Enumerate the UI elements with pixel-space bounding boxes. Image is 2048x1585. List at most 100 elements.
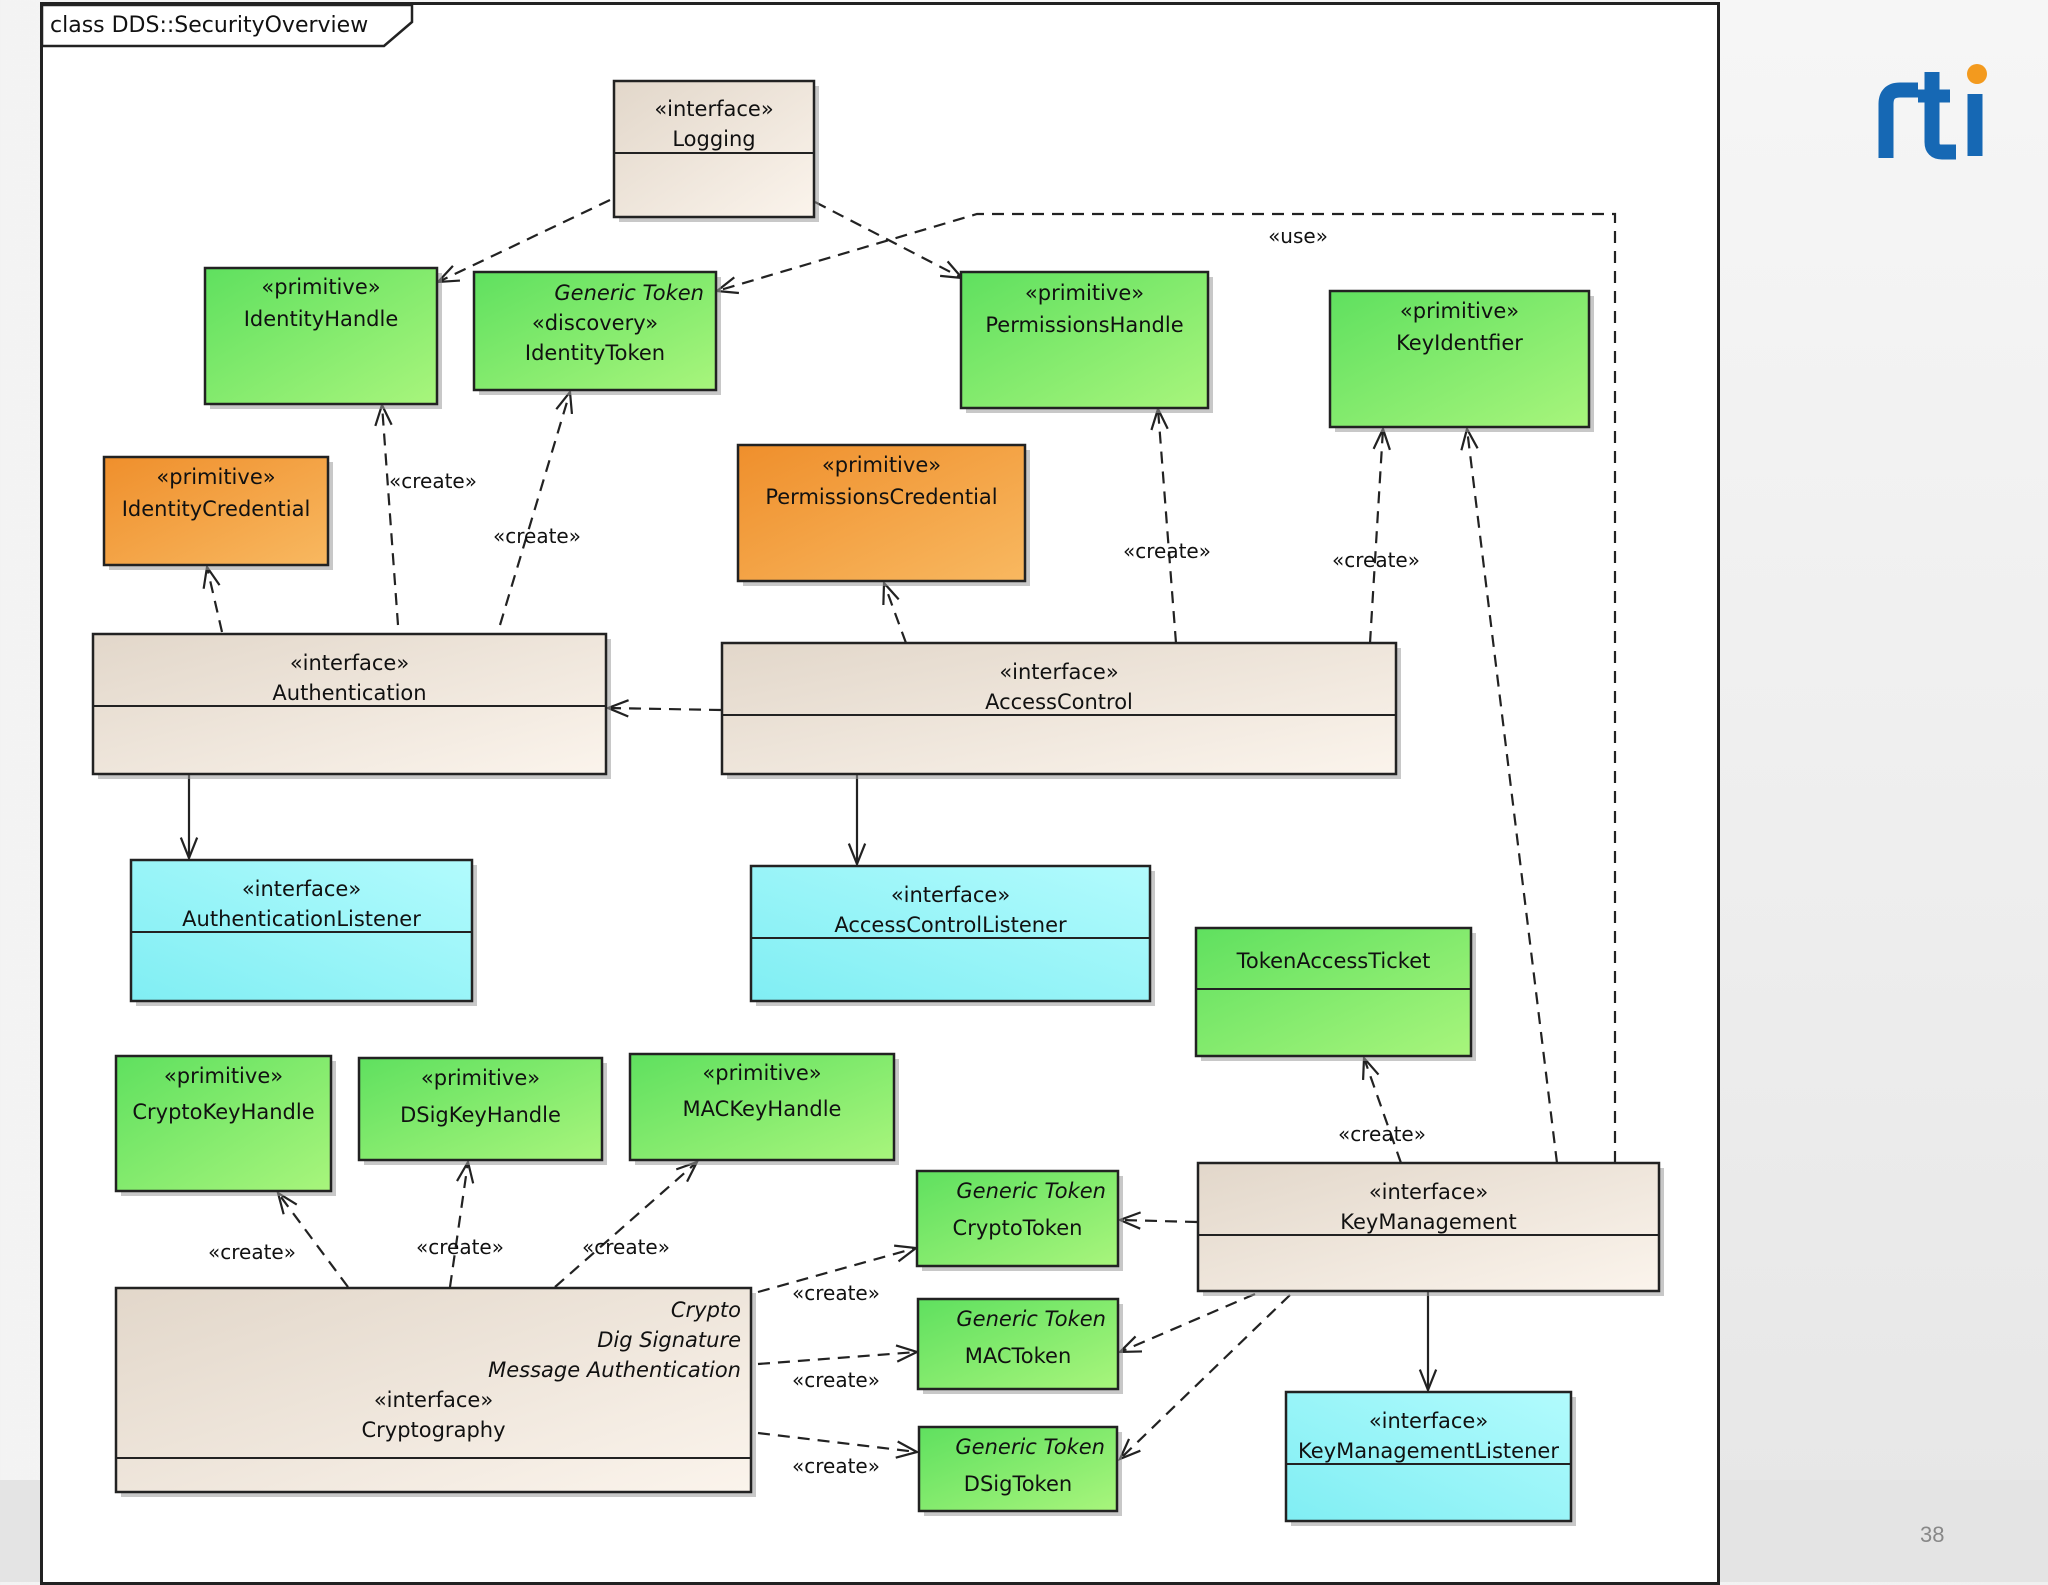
class-logging: «interface»Logging bbox=[612, 79, 819, 222]
relation-label: «create» bbox=[582, 1235, 670, 1259]
relation-access-control-to-permissions-handle: «create» bbox=[1123, 406, 1211, 644]
relations-layer: «use» «create» «create» «create» «create» «cr… bbox=[179, 199, 1617, 1478]
class-text: Crypto bbox=[671, 1298, 741, 1322]
relation-line bbox=[757, 1246, 917, 1294]
relation-key-management-to-dsig-token bbox=[1117, 1294, 1291, 1462]
class-text: «interface» bbox=[999, 660, 1118, 684]
class-text: «primitive» bbox=[702, 1061, 821, 1085]
class-text: Authentication bbox=[272, 681, 426, 705]
class-authentication-listener: «interface»AuthenticationListener bbox=[129, 858, 477, 1006]
slide-background-right bbox=[1716, 0, 2048, 1582]
class-key-management-listener: «interface»KeyManagementListener bbox=[1284, 1390, 1576, 1526]
class-authentication: «interface» Authentication bbox=[91, 632, 611, 779]
relation-logging-to-identity-handle bbox=[435, 199, 611, 284]
frame-label-tab bbox=[40, 3, 414, 48]
relation-line bbox=[554, 1161, 698, 1288]
class-box bbox=[749, 864, 1152, 1003]
class-text: DSigKeyHandle bbox=[400, 1103, 561, 1127]
class-text: AuthenticationListener bbox=[182, 907, 421, 931]
arrowhead bbox=[847, 843, 867, 867]
relation-label: «create» bbox=[1123, 539, 1211, 563]
relation-key-management-to-mac-token bbox=[1117, 1292, 1256, 1354]
class-box bbox=[472, 270, 718, 392]
class-text: «primitive» bbox=[164, 1064, 283, 1088]
relation-line bbox=[1362, 1057, 1403, 1164]
class-box bbox=[203, 266, 439, 406]
class-box bbox=[1194, 926, 1473, 1058]
class-token-access-ticket: TokenAccessTicket bbox=[1194, 926, 1476, 1061]
logo-dot bbox=[1967, 64, 1987, 84]
relation-label: «create» bbox=[792, 1454, 880, 1478]
class-box bbox=[1328, 289, 1591, 429]
class-box bbox=[915, 1169, 1120, 1268]
relation-line bbox=[1119, 1294, 1291, 1460]
class-text: «interface» bbox=[1369, 1180, 1488, 1204]
class-text: «interface» bbox=[654, 97, 773, 121]
relation-line bbox=[757, 1350, 918, 1366]
class-text: «primitive» bbox=[421, 1066, 540, 1090]
class-text: PermissionsHandle bbox=[985, 313, 1183, 337]
relation-line bbox=[814, 201, 963, 279]
class-box bbox=[720, 641, 1398, 776]
class-text: «primitive» bbox=[822, 453, 941, 477]
relation-label: «create» bbox=[1332, 548, 1420, 572]
class-crypto-key-handle: «primitive»CryptoKeyHandle bbox=[114, 1054, 336, 1196]
class-permissions-credential: «primitive»PermissionsCredential bbox=[736, 443, 1030, 586]
arrowhead bbox=[1418, 1369, 1438, 1393]
class-dsig-key-handle: «primitive» DSigKeyHandle bbox=[357, 1056, 607, 1165]
relation-key-management-to-token-access-ticket: «create» bbox=[1338, 1055, 1426, 1164]
arrowhead bbox=[179, 837, 199, 861]
relation-label: «create» bbox=[208, 1240, 296, 1264]
relation-line bbox=[607, 706, 722, 712]
relation-line bbox=[757, 1431, 918, 1454]
classes-layer: «interface»Logging «primitive» IdentityHan… bbox=[91, 79, 1664, 1526]
relation-label: «create» bbox=[389, 469, 477, 493]
class-box bbox=[102, 455, 330, 567]
class-box bbox=[917, 1425, 1119, 1513]
class-box bbox=[612, 79, 816, 219]
class-box bbox=[129, 858, 474, 1003]
class-identity-credential: «primitive»IdentityCredential bbox=[102, 455, 333, 570]
class-box bbox=[114, 1054, 333, 1193]
relation-authentication-to-identity-token: «create» bbox=[493, 389, 581, 626]
page-number: 38 bbox=[1920, 1522, 1944, 1547]
relation-label: «create» bbox=[493, 524, 581, 548]
arrowhead bbox=[895, 1440, 920, 1459]
class-box bbox=[916, 1297, 1120, 1391]
relation-access-control-to-permissions-credential bbox=[882, 580, 908, 644]
class-key-identifier: «primitive»KeyIdentfier bbox=[1328, 289, 1594, 432]
class-text: IdentityToken bbox=[525, 341, 665, 365]
class-text: Generic Token bbox=[956, 1179, 1106, 1203]
class-text: «primitive» bbox=[156, 465, 275, 489]
class-text: MACKeyHandle bbox=[683, 1097, 842, 1121]
relation-key-management-to-crypto-token bbox=[1117, 1211, 1198, 1230]
relation-line bbox=[1368, 428, 1385, 644]
class-text: KeyIdentfier bbox=[1396, 331, 1523, 355]
class-text: «primitive» bbox=[261, 275, 380, 299]
class-text: KeyManagement bbox=[1340, 1210, 1516, 1234]
relation-line bbox=[882, 582, 908, 644]
relation-access-control-to-authentication bbox=[605, 699, 722, 718]
relation-label: «use» bbox=[1268, 224, 1328, 248]
relation-logging-to-permissions-handle bbox=[814, 201, 965, 280]
class-text: «interface» bbox=[374, 1388, 493, 1412]
class-permissions-handle: «primitive» PermissionsHandle bbox=[959, 270, 1213, 413]
class-box bbox=[628, 1052, 896, 1162]
class-box bbox=[736, 443, 1027, 583]
class-text: AccessControl bbox=[985, 690, 1133, 714]
class-text: «primitive» bbox=[1025, 281, 1144, 305]
class-text: IdentityHandle bbox=[244, 307, 399, 331]
class-text: Dig Signature bbox=[597, 1328, 741, 1352]
relation-label: «create» bbox=[792, 1281, 880, 1305]
relation-label: «create» bbox=[792, 1368, 880, 1392]
class-box bbox=[959, 270, 1210, 410]
relation-key-management-to-identity-token: «use» bbox=[714, 212, 1617, 1163]
relation-key-management-to-key-management-listener bbox=[1418, 1291, 1438, 1393]
relation-access-control-to-key-identifier: «create» bbox=[1332, 426, 1420, 644]
class-text: «interface» bbox=[290, 651, 409, 675]
class-text: Generic Token bbox=[955, 1435, 1105, 1459]
relation-authentication-to-identity-handle: «create» bbox=[374, 402, 477, 626]
